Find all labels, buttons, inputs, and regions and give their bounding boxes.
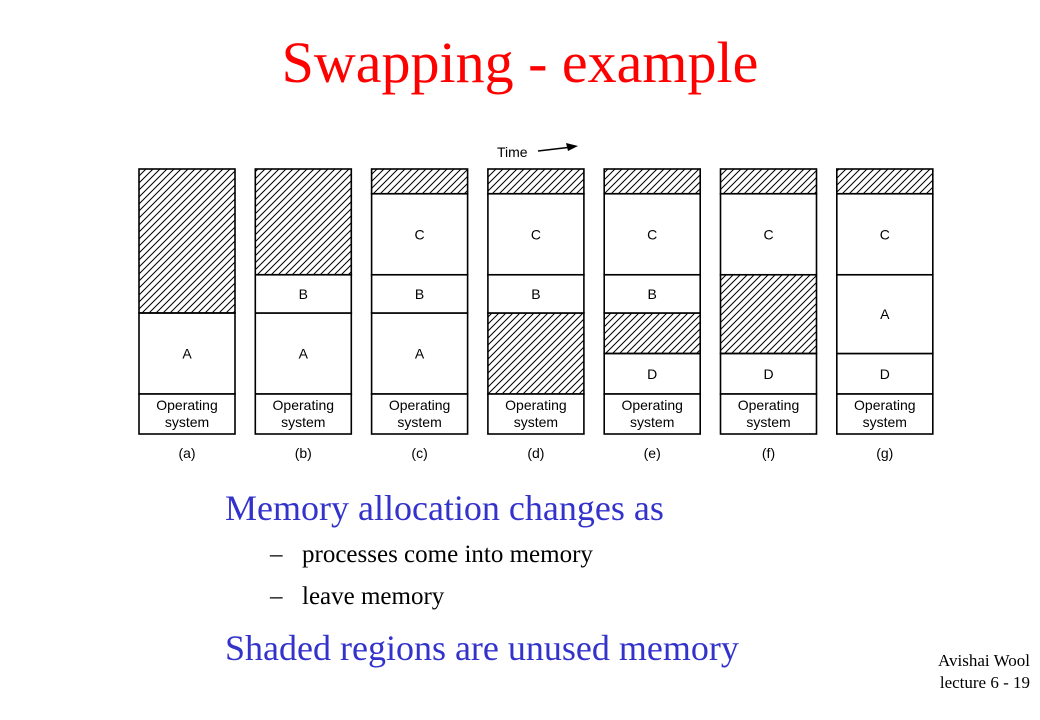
footer-lecture: lecture 6 - 19 [939, 673, 1030, 692]
footer-author: Avishai Wool [938, 651, 1030, 670]
unused-memory-region [603, 312, 702, 355]
operating-system-region [487, 393, 585, 435]
process-label: A [182, 346, 192, 362]
unused-memory-region [487, 168, 585, 195]
operating-system-region [603, 393, 702, 435]
os-label: Operating [621, 397, 682, 413]
unused-memory-region [719, 168, 818, 195]
sub-bullet-processes: –processes come into memory [270, 540, 593, 570]
unused-memory-region [603, 168, 702, 195]
column-caption: (b) [295, 445, 312, 461]
process-region [487, 192, 585, 276]
column-caption: (d) [527, 445, 544, 461]
process-label: C [415, 226, 425, 242]
os-label: system [281, 414, 325, 430]
unused-memory-region [835, 168, 934, 195]
process-label: D [880, 366, 890, 382]
process-region [370, 273, 469, 314]
os-label: system [746, 414, 790, 430]
slide-title: Swapping - example [281, 30, 759, 95]
time-arrow-line [537, 146, 573, 152]
unused-memory-region [370, 168, 469, 195]
operating-system-region [254, 393, 353, 435]
os-label: Operating [389, 397, 450, 413]
os-label: system [863, 414, 907, 430]
os-label: system [630, 414, 674, 430]
process-region [719, 352, 818, 395]
process-label: B [648, 286, 657, 302]
process-label: B [415, 286, 424, 302]
os-label: Operating [505, 397, 566, 413]
unused-memory-region [138, 168, 236, 314]
process-label: D [647, 366, 657, 382]
process-region [370, 192, 469, 276]
process-label: A [415, 346, 425, 362]
os-label: system [397, 414, 441, 430]
column-caption: (c) [411, 445, 427, 461]
process-label: C [531, 226, 541, 242]
process-region [254, 312, 353, 395]
column-caption: (a) [178, 445, 195, 461]
time-arrow-head [566, 143, 578, 151]
column-caption: (e) [644, 445, 661, 461]
unused-memory-region [487, 312, 585, 395]
process-label: A [880, 306, 890, 322]
column-caption: (f) [762, 445, 775, 461]
os-label: system [165, 414, 209, 430]
os-label: Operating [273, 397, 334, 413]
unused-memory-region [719, 273, 818, 355]
sub-bullet-text: processes come into memory [302, 541, 593, 568]
swapping-diagram: Time AOperatingsystem(a)ABOperatingsyste… [138, 143, 934, 461]
process-label: C [647, 226, 657, 242]
process-label: B [531, 286, 540, 302]
slide-footer: Avishai Wool lecture 6 - 19 [938, 650, 1030, 694]
process-label: B [299, 286, 308, 302]
bullet-memory-allocation: Memory allocation changes as [225, 488, 664, 528]
os-label: system [514, 414, 558, 430]
process-label: C [763, 226, 773, 242]
unused-memory-region [254, 168, 353, 276]
operating-system-region [370, 393, 469, 435]
operating-system-region [719, 393, 818, 435]
process-region [138, 312, 236, 395]
process-label: D [763, 366, 773, 382]
column-caption: (g) [876, 445, 893, 461]
operating-system-region [138, 393, 236, 435]
process-label: A [299, 346, 309, 362]
process-region [835, 352, 934, 395]
bullet-shaded-regions: Shaded regions are unused memory [225, 628, 739, 668]
os-label: Operating [156, 397, 217, 413]
process-region [835, 192, 934, 276]
time-label: Time [497, 144, 528, 160]
os-label: Operating [738, 397, 799, 413]
time-arrow: Time [497, 143, 578, 160]
sub-bullet-text: leave memory [302, 583, 445, 610]
process-region [603, 192, 702, 276]
sub-bullet-leave: –leave memory [270, 582, 444, 612]
process-region [603, 352, 702, 395]
operating-system-region [835, 393, 934, 435]
os-label: Operating [854, 397, 915, 413]
dash-marker: – [270, 583, 283, 610]
process-label: C [880, 226, 890, 242]
dash-marker: – [270, 541, 283, 568]
process-region [254, 273, 353, 314]
process-region [719, 192, 818, 276]
